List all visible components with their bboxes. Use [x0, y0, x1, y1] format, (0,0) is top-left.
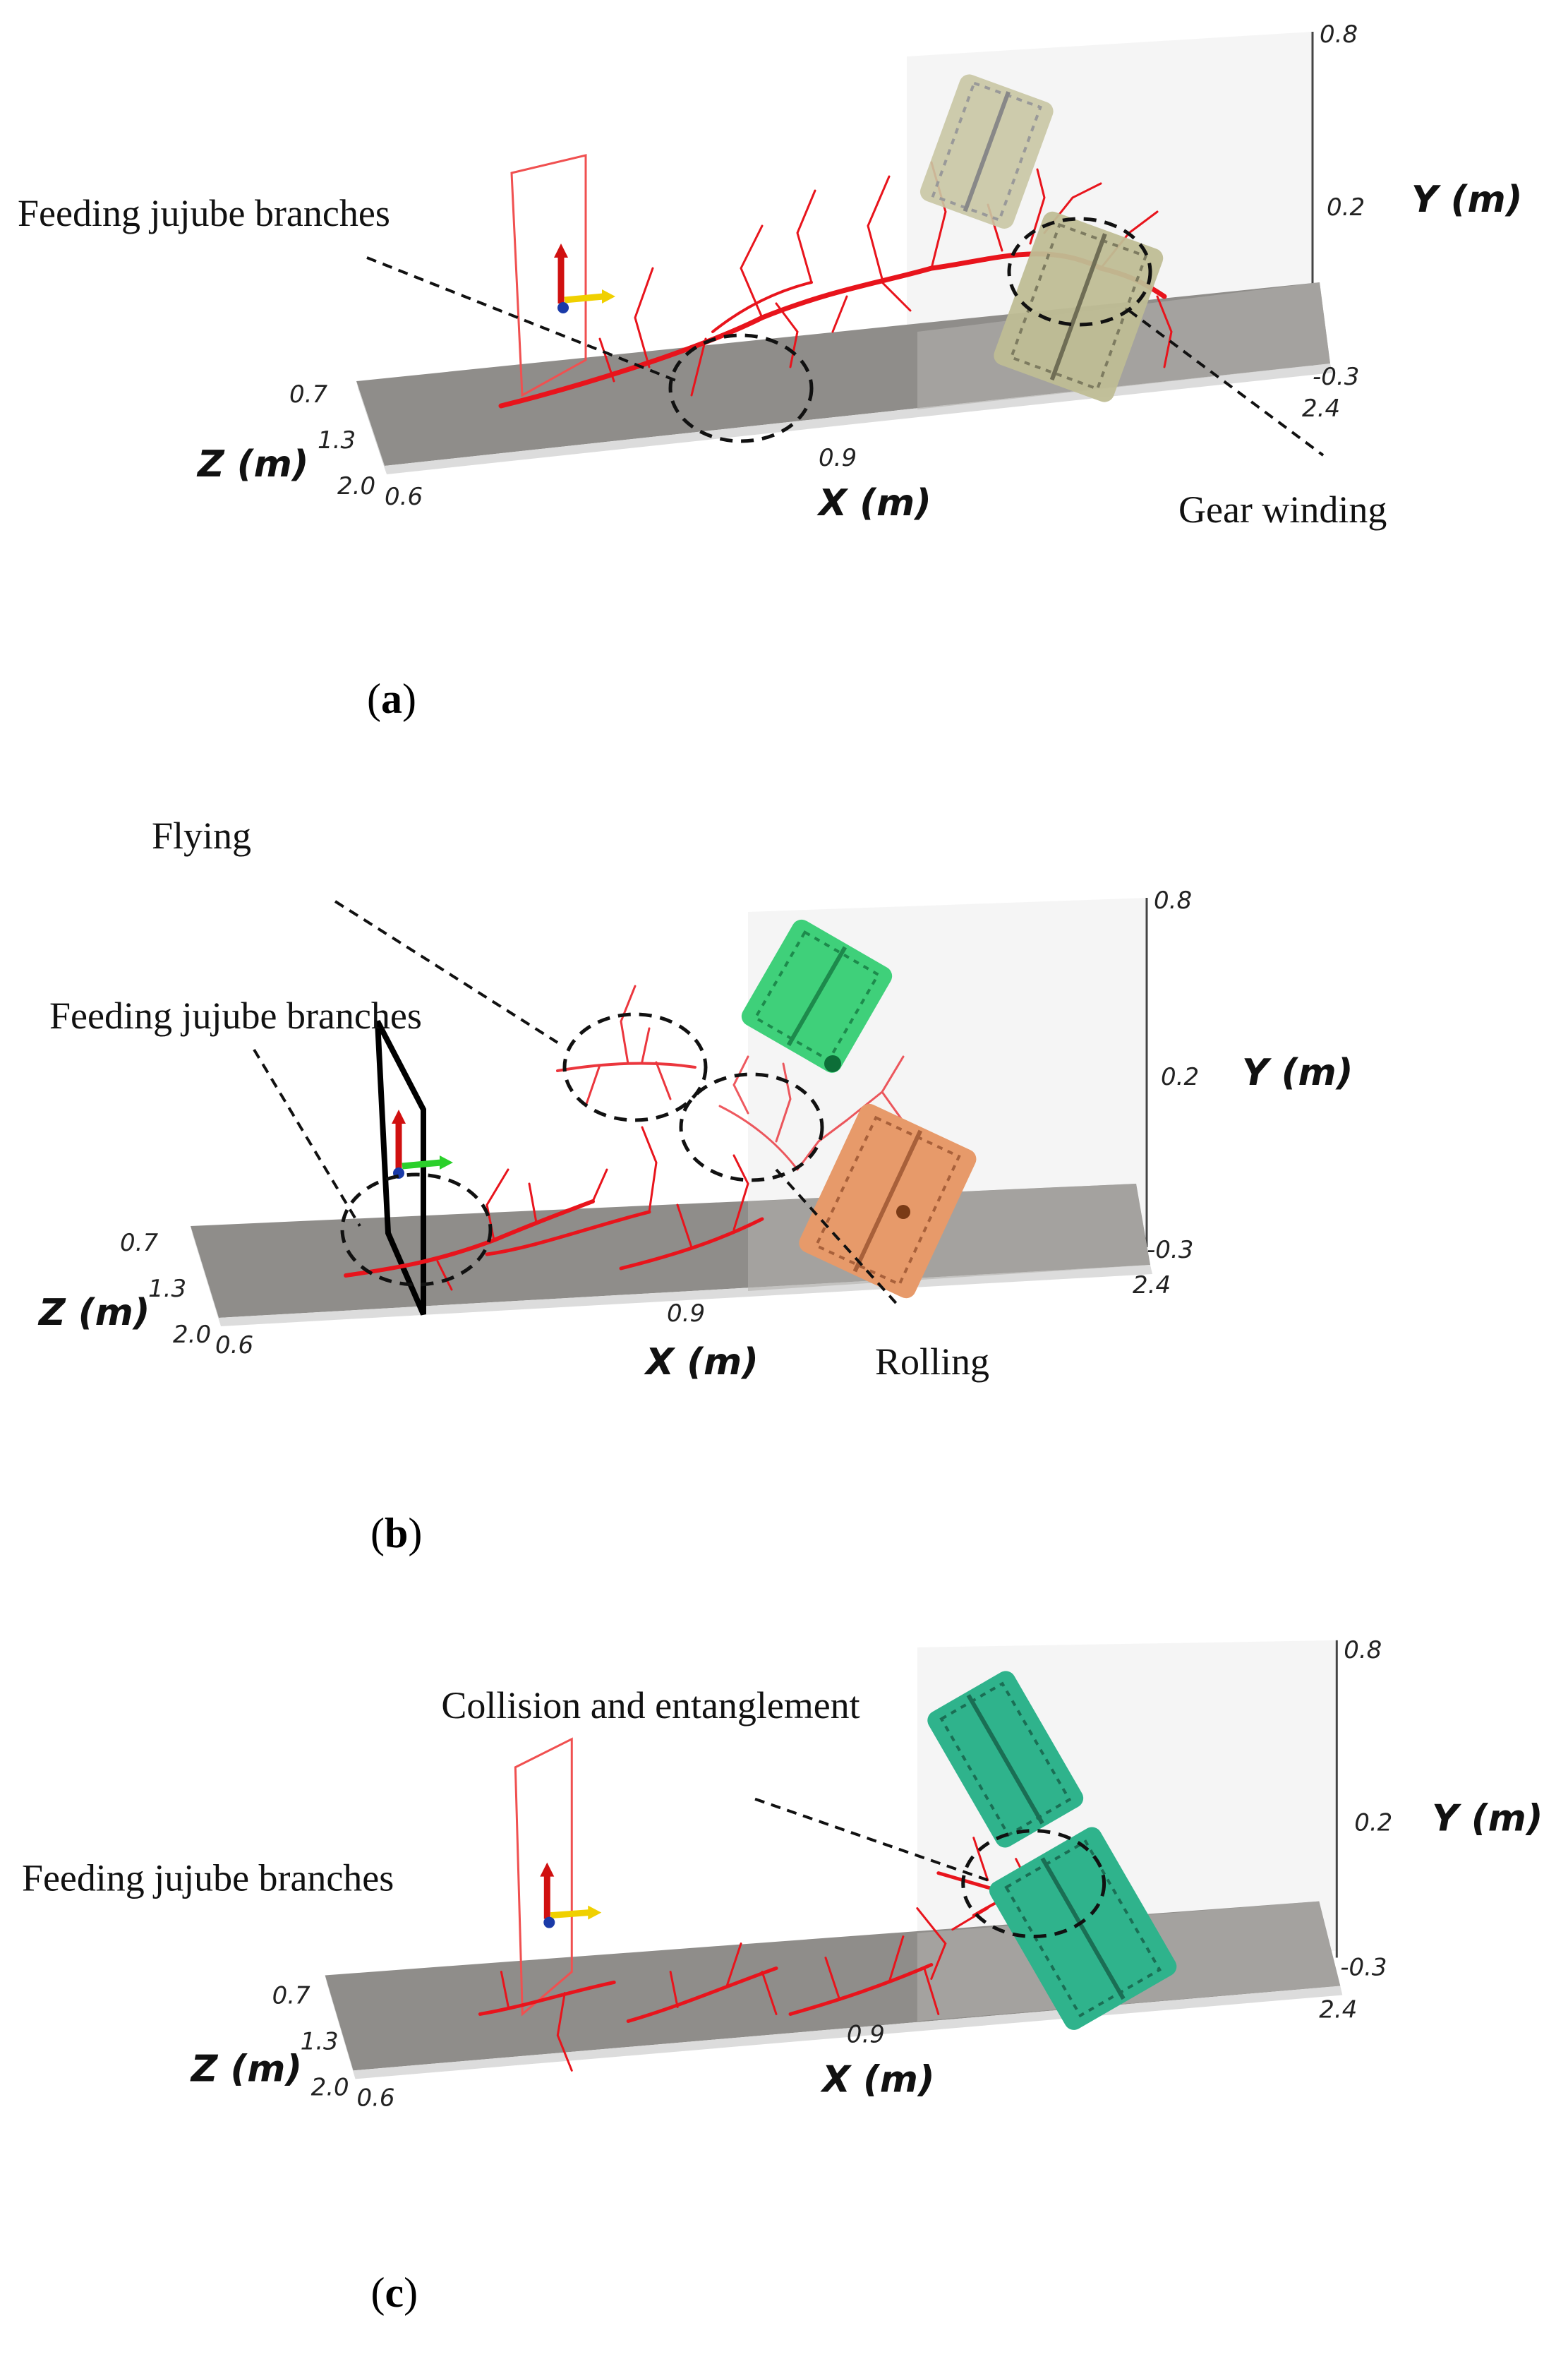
highlight-circle-collision	[961, 1829, 1106, 1939]
floor-edge	[191, 1226, 221, 1326]
z-tick-1: 1.3	[318, 426, 356, 455]
annotation-feeding: Feeding jujube branches	[49, 995, 422, 1037]
gear-lower-orange	[799, 1103, 977, 1299]
panel-c-scene: Collision and entanglement Feeding jujub…	[22, 1636, 1543, 2316]
annotation-feeding: Feeding jujube branches	[22, 1857, 394, 1899]
x-arrowhead-icon	[602, 289, 615, 304]
y-tick-bottom: -0.3	[1313, 363, 1359, 391]
x-arrow-icon	[402, 1159, 442, 1170]
floor-edge	[325, 1975, 356, 2079]
x-tick-max: 2.4	[1133, 1271, 1171, 1299]
gear-upper	[927, 1671, 1084, 1848]
annotation-gear-winding: Gear winding	[1178, 488, 1387, 531]
highlight-circle-flying	[562, 1012, 708, 1122]
annotation-collision: Collision and entanglement	[441, 1684, 860, 1727]
panel-b-scene: Flying Feeding jujube branches Rolling 0…	[37, 815, 1353, 1556]
gear-lower	[989, 1827, 1177, 2030]
x-axis-label: X (m)	[816, 482, 931, 524]
y-tick-top: 0.8	[1344, 1636, 1382, 1664]
x-arrowhead-icon	[588, 1905, 602, 1920]
jujube-branches	[498, 161, 1173, 409]
panel-label-c: (c)	[371, 2269, 418, 2316]
rolling-branch	[718, 1055, 919, 1171]
feeding-frame	[510, 154, 587, 397]
y-arrowhead-icon	[554, 244, 568, 258]
annotation-feeding: Feeding jujube branches	[18, 192, 390, 234]
x-tick-max: 2.4	[1302, 395, 1340, 423]
z-tick-2: 2.0	[173, 1321, 211, 1349]
panel-c: Collision and entanglement Feeding jujub…	[0, 1577, 1568, 2366]
leader-collision	[754, 1797, 989, 1882]
z-tick-2: 2.0	[311, 2073, 349, 2101]
x-tick-mid: 0.9	[819, 444, 857, 472]
panel-a: Feeding jujube branches Gear winding 0.8…	[0, 0, 1568, 788]
y-arrowhead-icon	[540, 1862, 555, 1877]
highlight-circle-feeding	[340, 1172, 493, 1287]
z-tick-0: 0.7	[272, 1981, 310, 2010]
z-tick-2: 2.0	[337, 472, 375, 500]
highlight-circle-rolling	[679, 1072, 824, 1182]
panel-label-b: (b)	[370, 1510, 422, 1556]
jujube-branches	[344, 1126, 764, 1291]
z-axis-dot-icon	[557, 302, 569, 313]
x-axis-label: X (m)	[644, 1341, 759, 1383]
flying-branch	[556, 985, 696, 1107]
feeding-frame	[514, 1737, 573, 2017]
x-tick-min: 0.6	[215, 1331, 253, 1359]
x-tick-min: 0.6	[357, 2084, 395, 2112]
panel-label-a: (a)	[367, 675, 416, 722]
leader-feeding	[366, 256, 678, 383]
x-axis-label: X (m)	[820, 2058, 935, 2101]
leader-rolling	[775, 1168, 901, 1309]
annotation-rolling: Rolling	[875, 1340, 989, 1383]
gear-upper	[919, 74, 1054, 229]
leader-gear	[1128, 309, 1325, 457]
gear-upper-hub	[824, 1055, 841, 1072]
gear-upper-green	[741, 919, 893, 1073]
x-arrow-icon	[564, 293, 604, 304]
z-axis-label: Z (m)	[37, 1292, 150, 1334]
y-tick-bottom: -0.3	[1147, 1236, 1193, 1264]
y-tick-top: 0.8	[1320, 20, 1358, 49]
y-axis-label: Y (m)	[1432, 1798, 1543, 1840]
floor-edge	[356, 381, 387, 474]
x-tick-max: 2.4	[1319, 1995, 1357, 2024]
z-tick-0: 0.7	[120, 1229, 158, 1257]
panel-a-scene: Feeding jujube branches Gear winding 0.8…	[18, 20, 1522, 722]
z-tick-1: 1.3	[301, 2027, 339, 2055]
z-axis-label: Z (m)	[190, 2048, 302, 2090]
gear-lower	[994, 211, 1164, 402]
panel-b: Flying Feeding jujube branches Rolling 0…	[0, 788, 1568, 1577]
y-axis-label: Y (m)	[1411, 179, 1522, 221]
y-tick-mid: 0.2	[1327, 193, 1365, 222]
x-tick-min: 0.6	[385, 483, 423, 511]
highlight-circle-feeding	[668, 333, 814, 443]
y-tick-mid: 0.2	[1354, 1809, 1392, 1837]
feeding-frame	[375, 1020, 426, 1316]
x-arrowhead-icon	[440, 1155, 453, 1170]
y-arrowhead-icon	[392, 1110, 406, 1124]
y-tick-mid: 0.2	[1161, 1063, 1199, 1091]
y-axis-label: Y (m)	[1242, 1052, 1353, 1094]
y-tick-bottom: -0.3	[1340, 1953, 1387, 1981]
x-tick-mid: 0.9	[667, 1299, 705, 1328]
z-axis-label: Z (m)	[196, 443, 309, 486]
z-tick-1: 1.3	[148, 1275, 186, 1303]
x-tick-mid: 0.9	[847, 2020, 885, 2048]
z-tick-0: 0.7	[289, 380, 327, 409]
y-tick-top: 0.8	[1154, 887, 1192, 915]
z-axis-dot-icon	[543, 1916, 555, 1928]
annotation-flying: Flying	[152, 815, 251, 857]
jujube-branches	[478, 1935, 940, 2072]
highlight-circle-gear	[1007, 217, 1152, 327]
gear-lower-hub	[896, 1205, 910, 1219]
x-arrow-icon	[550, 1909, 590, 1919]
leader-feeding	[253, 1048, 361, 1227]
